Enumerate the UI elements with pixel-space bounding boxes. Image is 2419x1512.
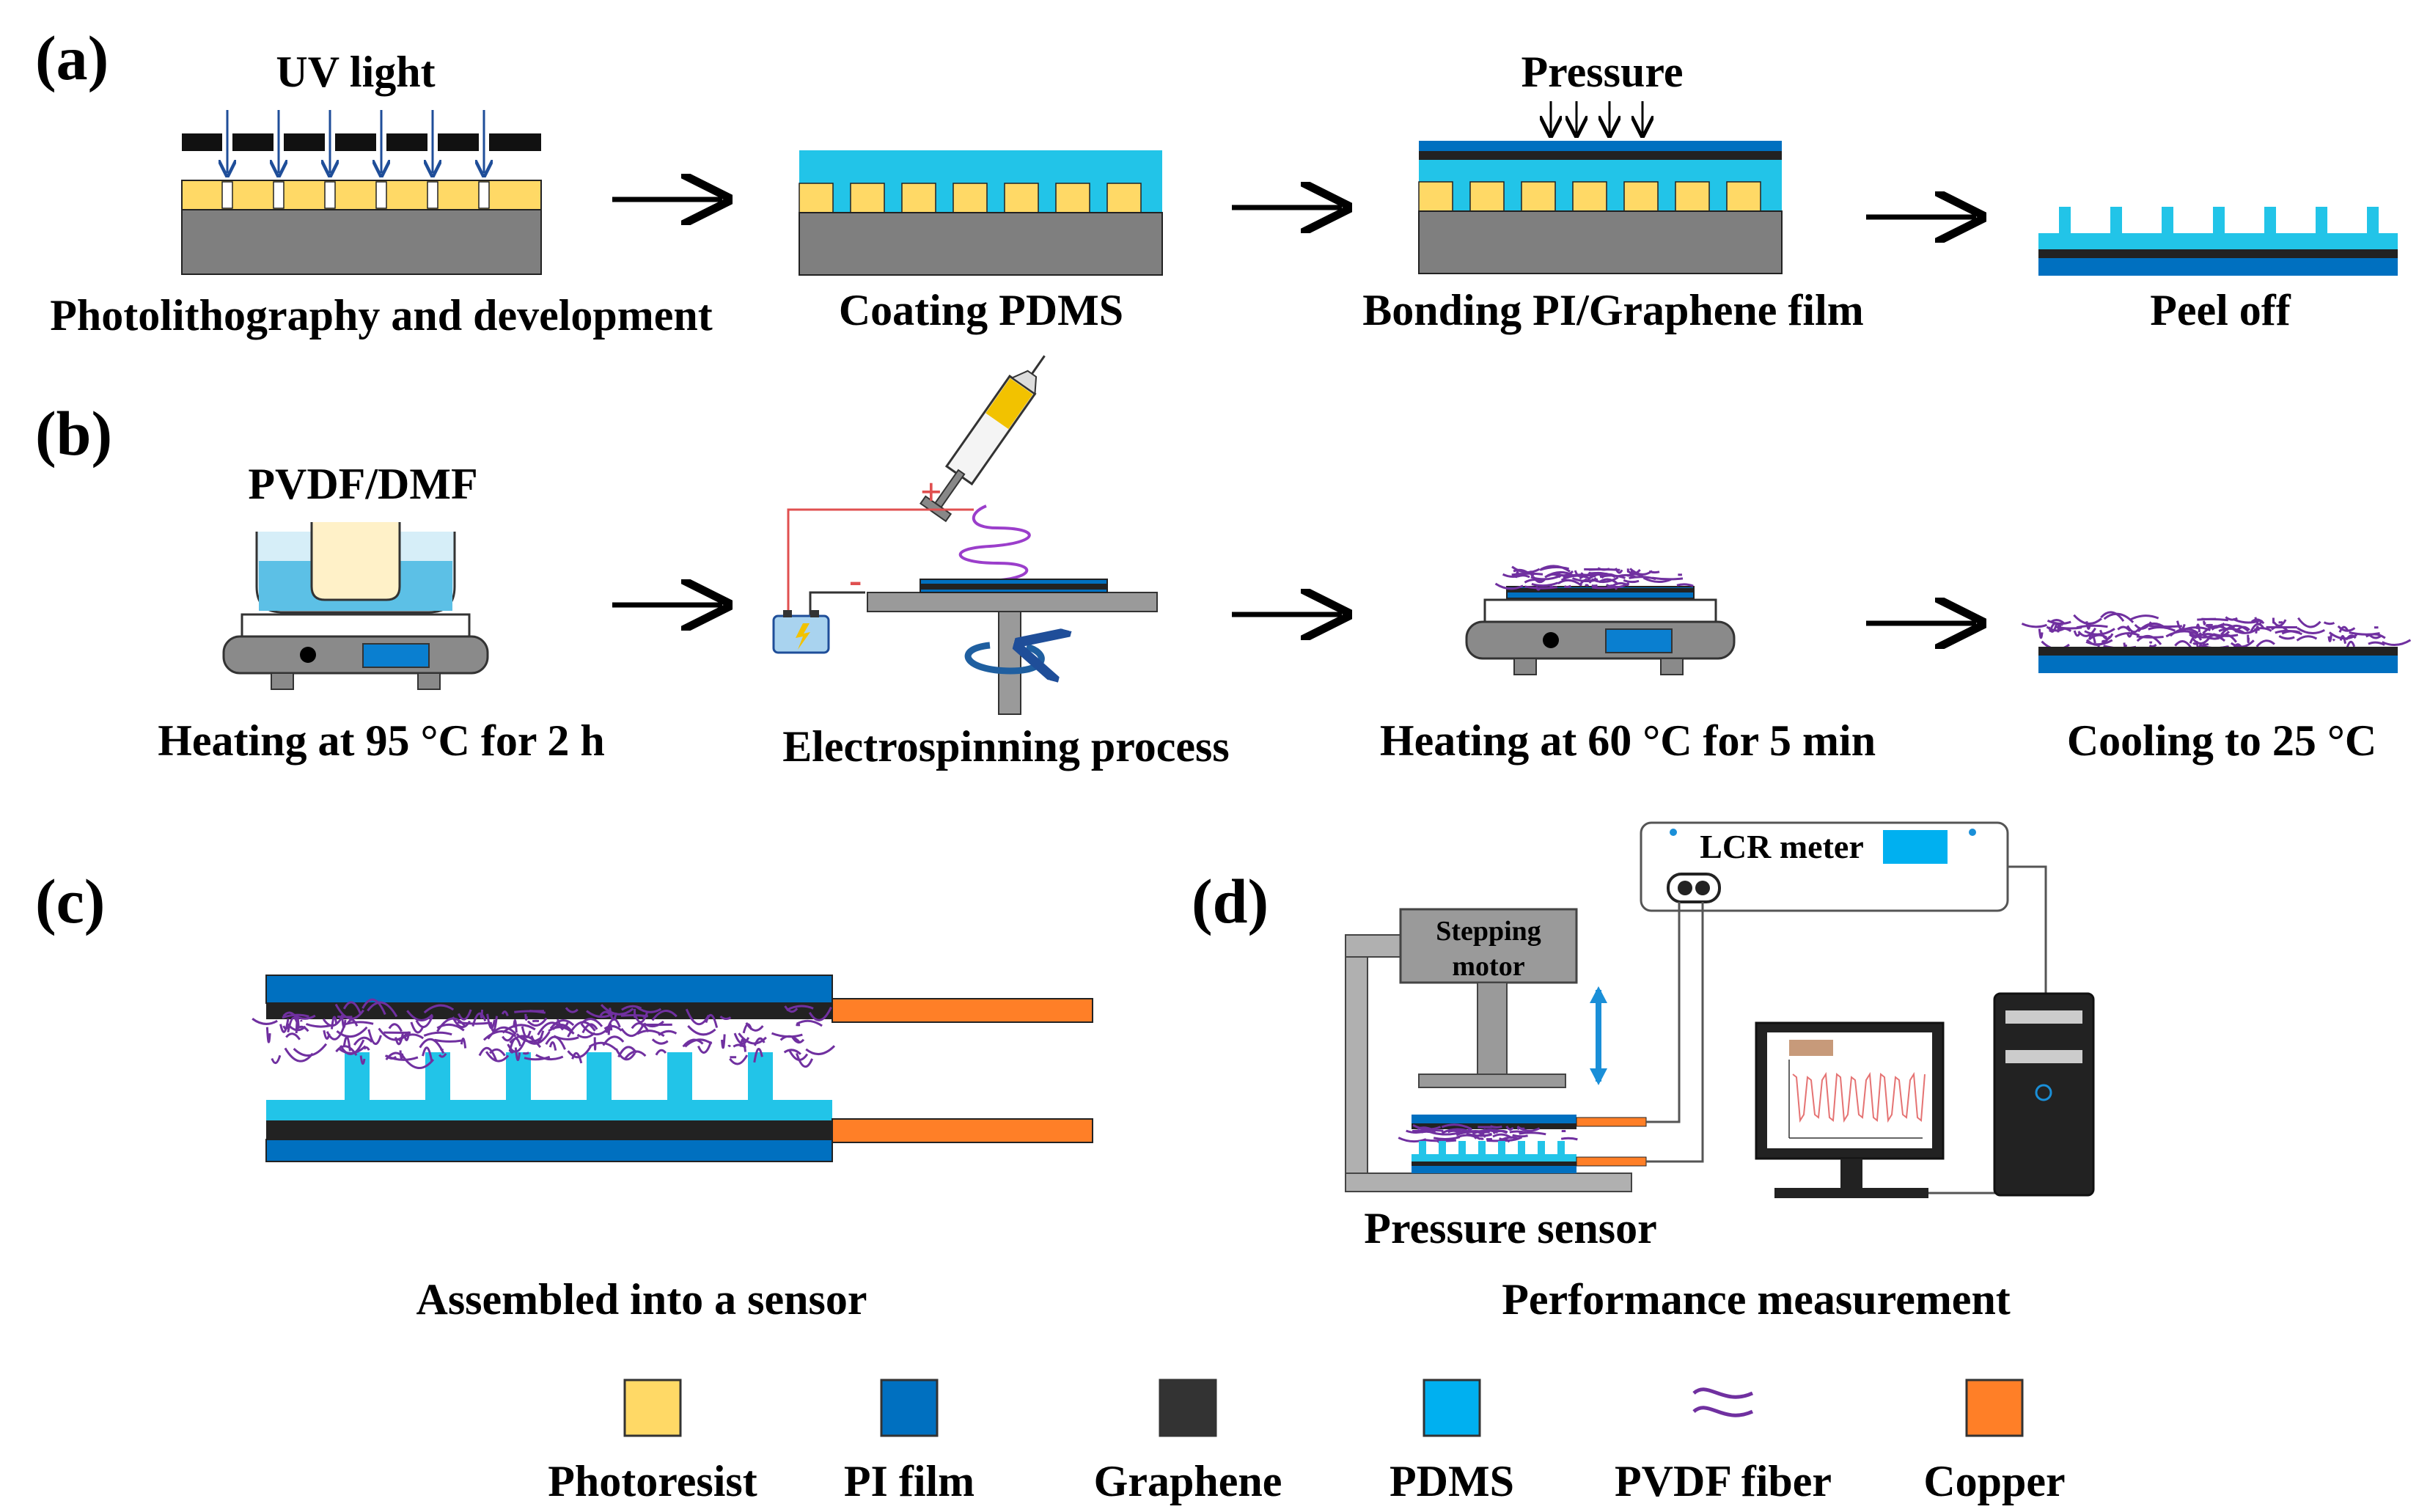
photoresist-gaps: [221, 181, 490, 209]
panel-a-label: (a): [35, 23, 109, 93]
motor-label-2: motor: [1452, 951, 1524, 982]
plus-sign: +: [920, 471, 942, 513]
sensor-fibers: [1398, 1123, 1578, 1144]
pressure-arrows: [1551, 101, 1642, 133]
photolithography-step: [181, 110, 542, 275]
copper-electrode-top: [832, 998, 1093, 1023]
legend-item-copper: Copper: [1923, 1379, 2066, 1505]
pvdf-fibers: [2021, 611, 2412, 652]
panel-c-label: (c): [35, 866, 105, 936]
legend-item-pi-film: PI film: [844, 1379, 974, 1505]
caption-heating-60: Heating at 60 °C for 5 min: [1380, 716, 1876, 765]
caption-performance: Performance measurement: [1502, 1275, 2011, 1324]
pressure-label: Pressure: [1521, 48, 1683, 96]
photoresist-blocks: [799, 183, 1142, 213]
pressure-sensor-label: Pressure sensor: [1364, 1204, 1656, 1252]
copper-electrode-bottom: [832, 1118, 1093, 1143]
stepping-motor: [1399, 908, 1578, 984]
caption-peel-off: Peel off: [2150, 286, 2291, 334]
computer-tower: [1993, 992, 2095, 1197]
legend-item-pvdf-fiber: PVDF fiber: [1615, 1387, 1832, 1505]
hot-plate-beaker: [222, 522, 489, 690]
bonding-step: [1418, 141, 1783, 274]
motor-label-1: Stepping: [1436, 916, 1541, 947]
caption-coating-pdms: Coating PDMS: [839, 286, 1123, 334]
pdms-pillars: [345, 1052, 773, 1101]
cooled-film: [2021, 611, 2412, 673]
caption-cooling: Cooling to 25 °C: [2067, 716, 2376, 765]
legend-label: PI film: [844, 1457, 974, 1505]
pvdf-fibers: [1494, 565, 1694, 591]
panel-b-label: (b): [35, 398, 112, 469]
caption-heating-95: Heating at 95 °C for 2 h: [158, 716, 605, 765]
uv-arrows: [222, 110, 489, 173]
pvdf-dmf-label: PVDF/DMF: [248, 460, 477, 508]
assembled-sensor: [252, 975, 1093, 1162]
legend-label: Copper: [1923, 1457, 2065, 1505]
uv-light-label: UV light: [276, 48, 435, 96]
electrospinning-setup: + -: [772, 355, 1158, 715]
peel-off-step: [2038, 207, 2398, 276]
legend-label: PVDF fiber: [1615, 1457, 1832, 1505]
panel-d-label: (d): [1192, 866, 1269, 936]
pdms-pillars: [2059, 207, 2379, 233]
test-rig: Stepping motor: [1345, 865, 2047, 1192]
caption-assembled: Assembled into a sensor: [416, 1275, 867, 1324]
minus-sign: -: [849, 559, 862, 601]
legend-item-photoresist: Photoresist: [548, 1379, 757, 1505]
legend-label: Graphene: [1094, 1457, 1282, 1505]
legend: Photoresist PI film Graphene PDMS PVDF fiber…: [548, 1379, 2066, 1505]
lcr-label: LCR meter: [1700, 828, 1864, 865]
monitor: [1755, 1021, 2002, 1198]
photoresist-blocks: [1418, 181, 1761, 212]
sensor-pillars: [1419, 1141, 1565, 1154]
caption-electrospinning: Electrospinning process: [782, 722, 1230, 771]
caption-photolithography: Photolithography and development: [50, 291, 712, 340]
pvdf-fibers: [252, 998, 836, 1069]
legend-item-pdms: PDMS: [1390, 1379, 1514, 1505]
legend-item-graphene: Graphene: [1094, 1379, 1282, 1505]
legend-label: PDMS: [1390, 1457, 1514, 1505]
lcr-meter: LCR meter: [1640, 821, 2009, 912]
caption-bonding: Bonding PI/Graphene film: [1362, 286, 1863, 334]
hot-plate-sample: [1465, 565, 1736, 675]
legend-label: Photoresist: [548, 1457, 757, 1505]
coating-pdms-step: [799, 150, 1163, 276]
